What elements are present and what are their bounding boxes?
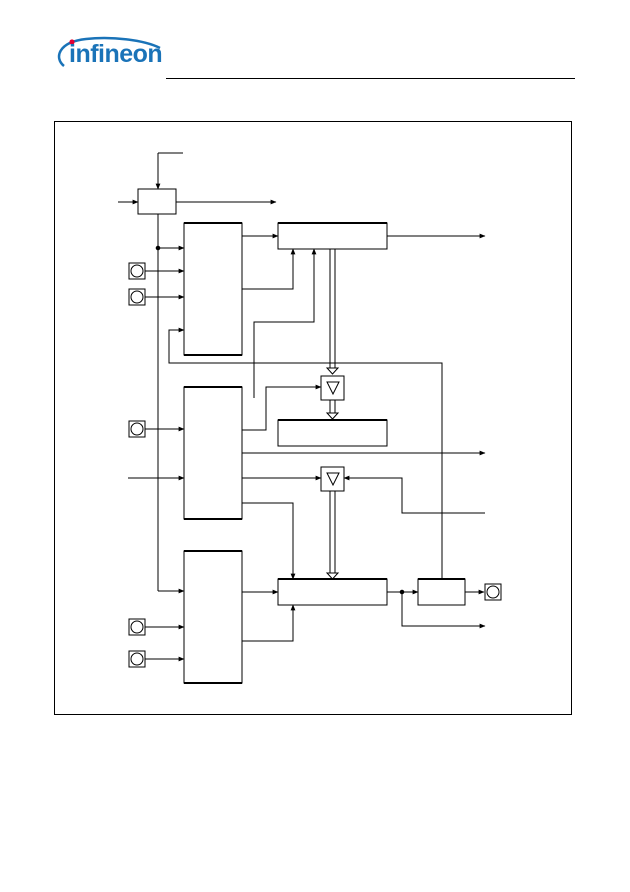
header-rule xyxy=(166,78,575,79)
register-bottom xyxy=(277,578,388,606)
control-unit-middle xyxy=(183,386,243,520)
logo-wordmark: infineon xyxy=(69,40,163,68)
input-register xyxy=(137,188,177,215)
register-top xyxy=(277,222,388,250)
control-unit-bottom xyxy=(183,550,243,684)
diagram-frame xyxy=(54,121,572,715)
infineon-logo: infineon xyxy=(52,36,168,78)
register-middle xyxy=(277,419,388,447)
output-driver xyxy=(417,578,466,606)
control-unit-top xyxy=(183,222,243,356)
logo-swoosh-icon xyxy=(57,36,161,67)
